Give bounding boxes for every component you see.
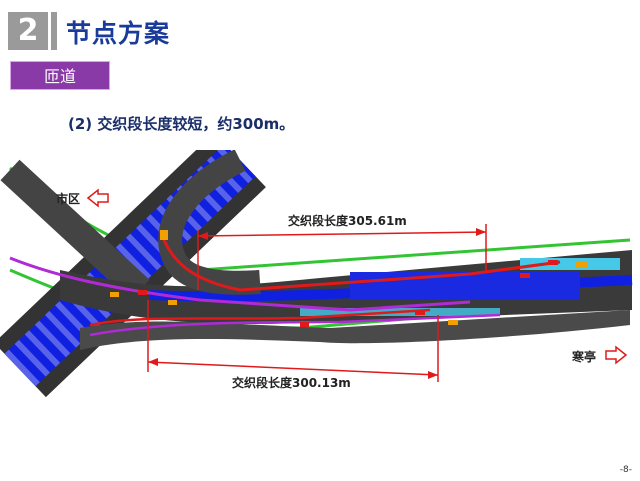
measure-arrow (476, 228, 486, 236)
lower-ramp (80, 310, 630, 350)
page-number: -8- (619, 465, 632, 475)
cyan-strip (520, 258, 620, 270)
vehicle (110, 292, 119, 297)
measure-arrow (428, 371, 438, 379)
label-hanting: 寒亭 (572, 350, 597, 364)
road-map (0, 132, 633, 398)
measure-arrow (148, 358, 158, 366)
vehicle (160, 230, 168, 240)
highlight-block (350, 272, 580, 300)
page-title: 节点方案 (66, 19, 171, 48)
vehicle (575, 262, 587, 268)
interchange-diagram: 市区 寒亭 交织段长度305.61m 交织段长度300.13m (0, 132, 640, 410)
label-city: 市区 (56, 192, 81, 206)
arrow-right-icon (605, 345, 628, 365)
vehicle (520, 273, 530, 278)
label-weave-lower: 交织段长度300.13m (232, 376, 351, 390)
vehicle (415, 310, 425, 315)
arrow-left-icon (86, 188, 109, 208)
path-red-lower (89, 308, 431, 327)
label-weave-upper: 交织段长度305.61m (288, 214, 407, 228)
section-number-bar (51, 12, 57, 50)
measure-line-upper (197, 231, 487, 237)
vehicle (448, 320, 458, 325)
expressway-road (60, 250, 632, 324)
side-road (0, 159, 150, 301)
path-red (158, 229, 561, 292)
vehicle (138, 290, 147, 295)
path-purple-lower (89, 313, 501, 337)
section-tag: 匝道 (10, 61, 110, 90)
vehicle (548, 260, 558, 265)
vehicle (168, 300, 177, 305)
subtitle: (2) 交织段长度较短，约300m。 (68, 115, 295, 133)
vehicle (300, 322, 309, 327)
measure-arrow (198, 232, 208, 240)
measure-line-lower (147, 361, 439, 376)
section-number: 2 (8, 12, 48, 50)
path-purple (9, 256, 471, 312)
